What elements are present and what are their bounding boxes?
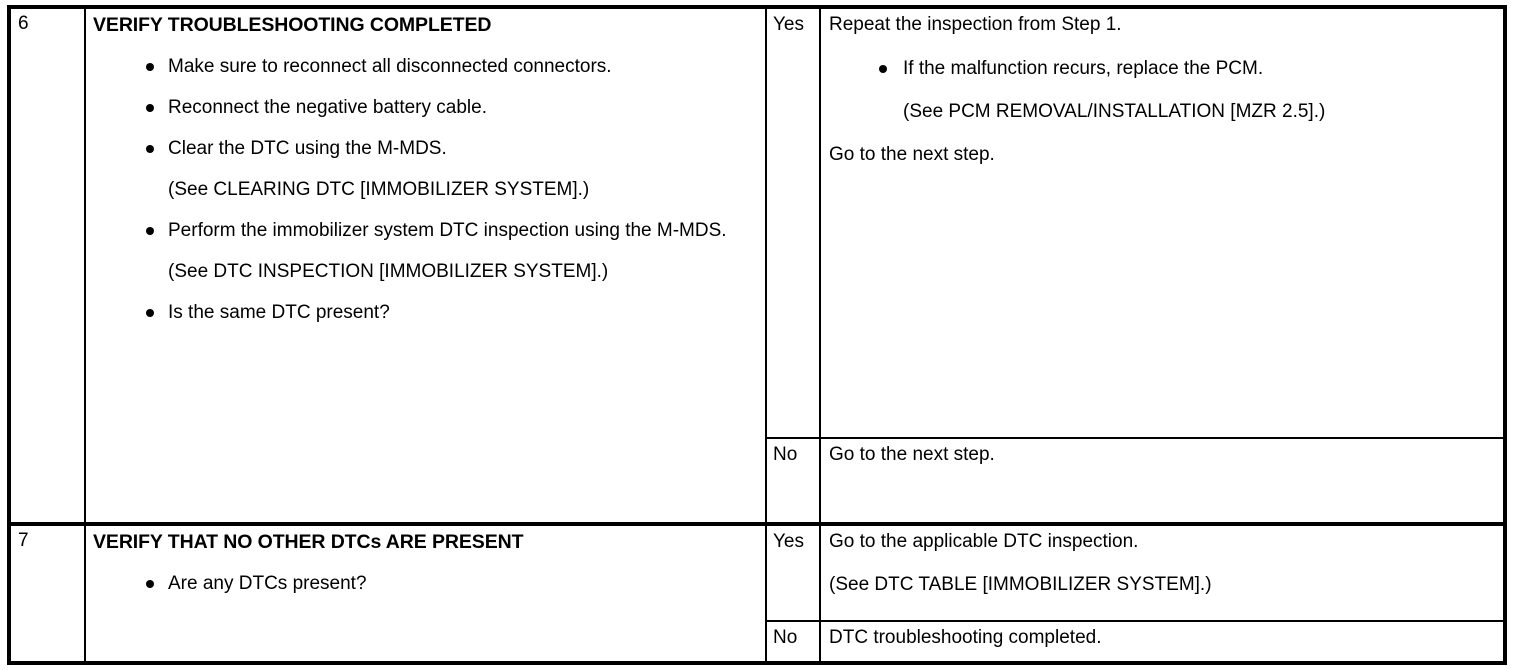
action-result-yes: Repeat the inspection from Step 1. If th… bbox=[821, 9, 1503, 439]
action-result-no: DTC troubleshooting completed. bbox=[821, 622, 1503, 659]
result-line: DTC troubleshooting completed. bbox=[829, 627, 1102, 648]
reference-note: (See DTC INSPECTION [IMMOBILIZER SYSTEM]… bbox=[168, 261, 609, 282]
step-title: VERIFY THAT NO OTHER DTCs ARE PRESENT bbox=[93, 531, 524, 553]
list-item: Clear the DTC using the M-MDS. bbox=[90, 137, 755, 160]
answer-label-yes: Yes bbox=[767, 9, 819, 439]
bullet-dot-icon bbox=[146, 145, 154, 153]
list-item-text: Reconnect the negative battery cable. bbox=[168, 97, 487, 118]
step-number-cell: 7 bbox=[11, 526, 86, 661]
answer-label-yes: Yes bbox=[767, 526, 819, 622]
step-bullet-list: Are any DTCs present? bbox=[90, 572, 755, 595]
action-result-column: Go to the applicable DTC inspection. (Se… bbox=[821, 526, 1503, 661]
result-line: Repeat the inspection from Step 1. bbox=[829, 14, 1122, 35]
result-line: Go to the next step. bbox=[829, 444, 995, 465]
list-item: Make sure to reconnect all disconnected … bbox=[90, 55, 755, 78]
list-item-text: Is the same DTC present? bbox=[168, 302, 390, 323]
list-item-text: Are any DTCs present? bbox=[168, 573, 367, 594]
action-result-no: Go to the next step. bbox=[821, 439, 1503, 518]
reference-note: (See PCM REMOVAL/INSTALLATION [MZR 2.5].… bbox=[903, 101, 1326, 122]
troubleshooting-table: 6 VERIFY TROUBLESHOOTING COMPLETED Make … bbox=[7, 5, 1507, 665]
list-item-text: Clear the DTC using the M-MDS. bbox=[168, 138, 447, 159]
step-number: 7 bbox=[18, 530, 29, 551]
step-bullet-list: Make sure to reconnect all disconnected … bbox=[90, 55, 755, 324]
list-item: If the malfunction recurs, replace the P… bbox=[829, 57, 1497, 80]
list-item: Is the same DTC present? bbox=[90, 301, 755, 324]
list-item: Reconnect the negative battery cable. bbox=[90, 96, 755, 119]
list-item: Perform the immobilizer system DTC inspe… bbox=[90, 219, 755, 242]
list-item-text: Make sure to reconnect all disconnected … bbox=[168, 56, 612, 77]
bullet-dot-icon bbox=[879, 65, 887, 73]
table-row: 6 VERIFY TROUBLESHOOTING COMPLETED Make … bbox=[11, 9, 1503, 522]
answer-label-no: No bbox=[773, 444, 798, 465]
step-number-cell: 6 bbox=[11, 9, 86, 522]
answer-label-column: Yes No bbox=[767, 9, 821, 522]
reference-note: (See CLEARING DTC [IMMOBILIZER SYSTEM].) bbox=[168, 179, 590, 200]
bullet-dot-icon bbox=[146, 104, 154, 112]
answer-label-column: Yes No bbox=[767, 526, 821, 661]
result-line: Go to the next step. bbox=[829, 144, 995, 165]
step-title: VERIFY TROUBLESHOOTING COMPLETED bbox=[93, 14, 492, 36]
list-item-text: If the malfunction recurs, replace the P… bbox=[903, 58, 1264, 79]
action-result-column: Repeat the inspection from Step 1. If th… bbox=[821, 9, 1503, 522]
step-description-cell: VERIFY THAT NO OTHER DTCs ARE PRESENT Ar… bbox=[86, 526, 767, 661]
answer-label-no: No bbox=[773, 627, 798, 648]
list-item: Are any DTCs present? bbox=[90, 572, 755, 595]
bullet-dot-icon bbox=[146, 580, 154, 588]
result-line: Go to the applicable DTC inspection. bbox=[829, 531, 1139, 552]
step-description-cell: VERIFY TROUBLESHOOTING COMPLETED Make su… bbox=[86, 9, 767, 522]
table-row: 7 VERIFY THAT NO OTHER DTCs ARE PRESENT … bbox=[11, 522, 1503, 661]
action-result-yes: Go to the applicable DTC inspection. (Se… bbox=[821, 526, 1503, 622]
step-number: 6 bbox=[18, 13, 29, 34]
list-item-text: Perform the immobilizer system DTC inspe… bbox=[168, 220, 727, 241]
bullet-dot-icon bbox=[146, 63, 154, 71]
bullet-dot-icon bbox=[146, 309, 154, 317]
bullet-dot-icon bbox=[146, 227, 154, 235]
reference-note: (See DTC TABLE [IMMOBILIZER SYSTEM].) bbox=[829, 574, 1212, 595]
